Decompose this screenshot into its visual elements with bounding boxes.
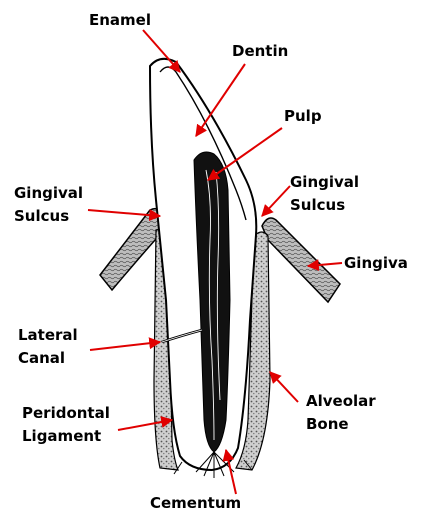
gingival-sulcus-right-arrow bbox=[262, 186, 290, 216]
label-alveolar-bone-1: Alveolar bbox=[306, 392, 376, 410]
gingiva-right bbox=[262, 218, 340, 302]
label-cementum: Cementum bbox=[150, 494, 241, 512]
label-dentin: Dentin bbox=[232, 42, 288, 60]
label-gingival-sulcus-left-2: Sulcus bbox=[14, 207, 69, 225]
label-enamel: Enamel bbox=[89, 11, 151, 29]
label-gingival-sulcus-left-1: Gingival bbox=[14, 184, 83, 202]
label-gingival-sulcus-right-1: Gingival bbox=[290, 173, 359, 191]
alveolar-bone-arrow bbox=[270, 372, 298, 402]
label-lateral-canal-2: Canal bbox=[18, 349, 65, 367]
label-pulp: Pulp bbox=[284, 107, 322, 125]
label-peridontal-ligament-2: Ligament bbox=[22, 427, 101, 445]
label-gingiva: Gingiva bbox=[344, 254, 408, 272]
label-gingival-sulcus-right-2: Sulcus bbox=[290, 196, 345, 214]
lateral-canal-arrow bbox=[90, 342, 160, 350]
label-peridontal-ligament-1: Peridontal bbox=[22, 404, 110, 422]
dentin-arrow bbox=[196, 64, 245, 136]
label-lateral-canal-1: Lateral bbox=[18, 326, 78, 344]
label-alveolar-bone-2: Bone bbox=[306, 415, 349, 433]
